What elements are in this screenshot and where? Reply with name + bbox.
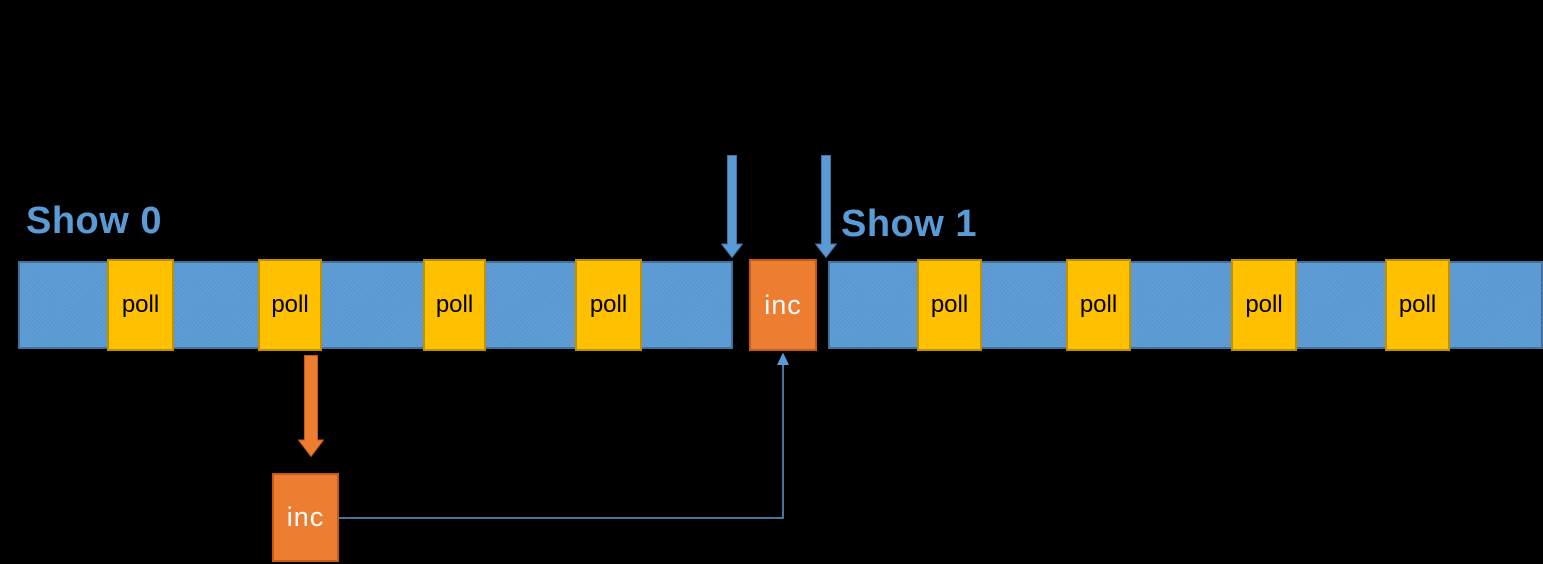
show-0-label: Show 0 [26,200,163,242]
poll-block: poll [917,259,982,351]
inc-label: inc [286,502,325,532]
show-1-start-arrow-icon [815,155,837,258]
poll-label: poll [271,291,309,318]
poll-label: poll [1398,291,1437,318]
poll-label: poll [1079,291,1118,318]
inc-return-connector [339,352,789,519]
poll-label: poll [435,291,474,318]
poll-block: poll [575,259,642,351]
poll-block: poll [1231,259,1297,351]
inc-label: inc [764,289,802,320]
show-0-end-arrow-icon [721,155,743,258]
show-1-label: Show 1 [841,203,978,245]
poll-block: poll [1385,259,1450,351]
inc-block-main: inc [749,259,817,351]
inc-block-detached: inc [272,473,339,562]
poll-label: poll [930,291,969,318]
poll-block: poll [258,259,322,351]
poll-block: poll [423,259,486,351]
poll-label: poll [1245,291,1283,318]
poll-label: poll [121,291,160,318]
poll-to-inc-arrow-icon [298,355,324,457]
poll-block: poll [107,259,174,351]
poll-block: poll [1066,259,1131,351]
connector-arrowhead-icon [777,352,789,365]
poll-label: poll [589,291,628,318]
